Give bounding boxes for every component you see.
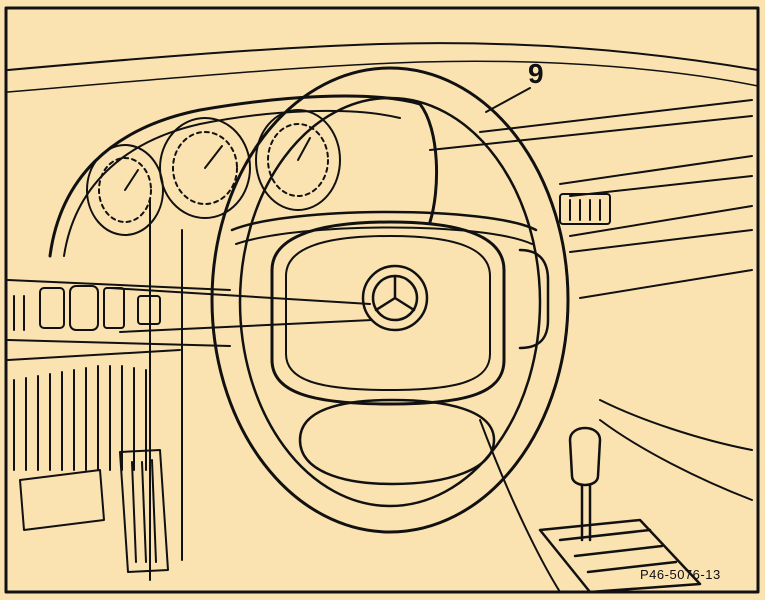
gauge-right: [255, 109, 341, 211]
instrument-hood-inner: [63, 109, 401, 257]
airbag-marking-lines: [109, 287, 373, 333]
steering-wheel-hub-inner: [285, 235, 491, 391]
right-stalk: [518, 248, 550, 350]
dashboard-top-inner: [7, 60, 759, 93]
gauge-left: [86, 144, 164, 236]
upper-spoke: [230, 210, 538, 232]
callout-leader-line: [485, 87, 531, 113]
instrument-hood: [48, 94, 439, 258]
upper-spoke-inner: [235, 226, 533, 245]
pedals: [19, 449, 169, 573]
star-emblem: [361, 264, 429, 332]
dashboard-panel-right: [429, 99, 753, 299]
gear-selector: [538, 426, 702, 594]
steering-wheel-rim-outer: [210, 66, 570, 534]
figure-frame: [4, 6, 760, 594]
gauge-center: [159, 117, 251, 219]
steering-column: [149, 199, 183, 581]
left-switch-panel: [7, 279, 231, 347]
steering-wheel-hub: [270, 220, 506, 406]
lower-spoke-window: [298, 398, 496, 486]
steering-wheel-rim-inner: [238, 96, 542, 508]
dashboard-top: [7, 42, 759, 71]
figure-reference-code: P46-5076-13: [640, 567, 721, 582]
right-vent: [559, 193, 611, 225]
center-console: [479, 399, 753, 593]
left-louvers: [7, 349, 181, 471]
callout-number-label: 9: [528, 58, 544, 89]
